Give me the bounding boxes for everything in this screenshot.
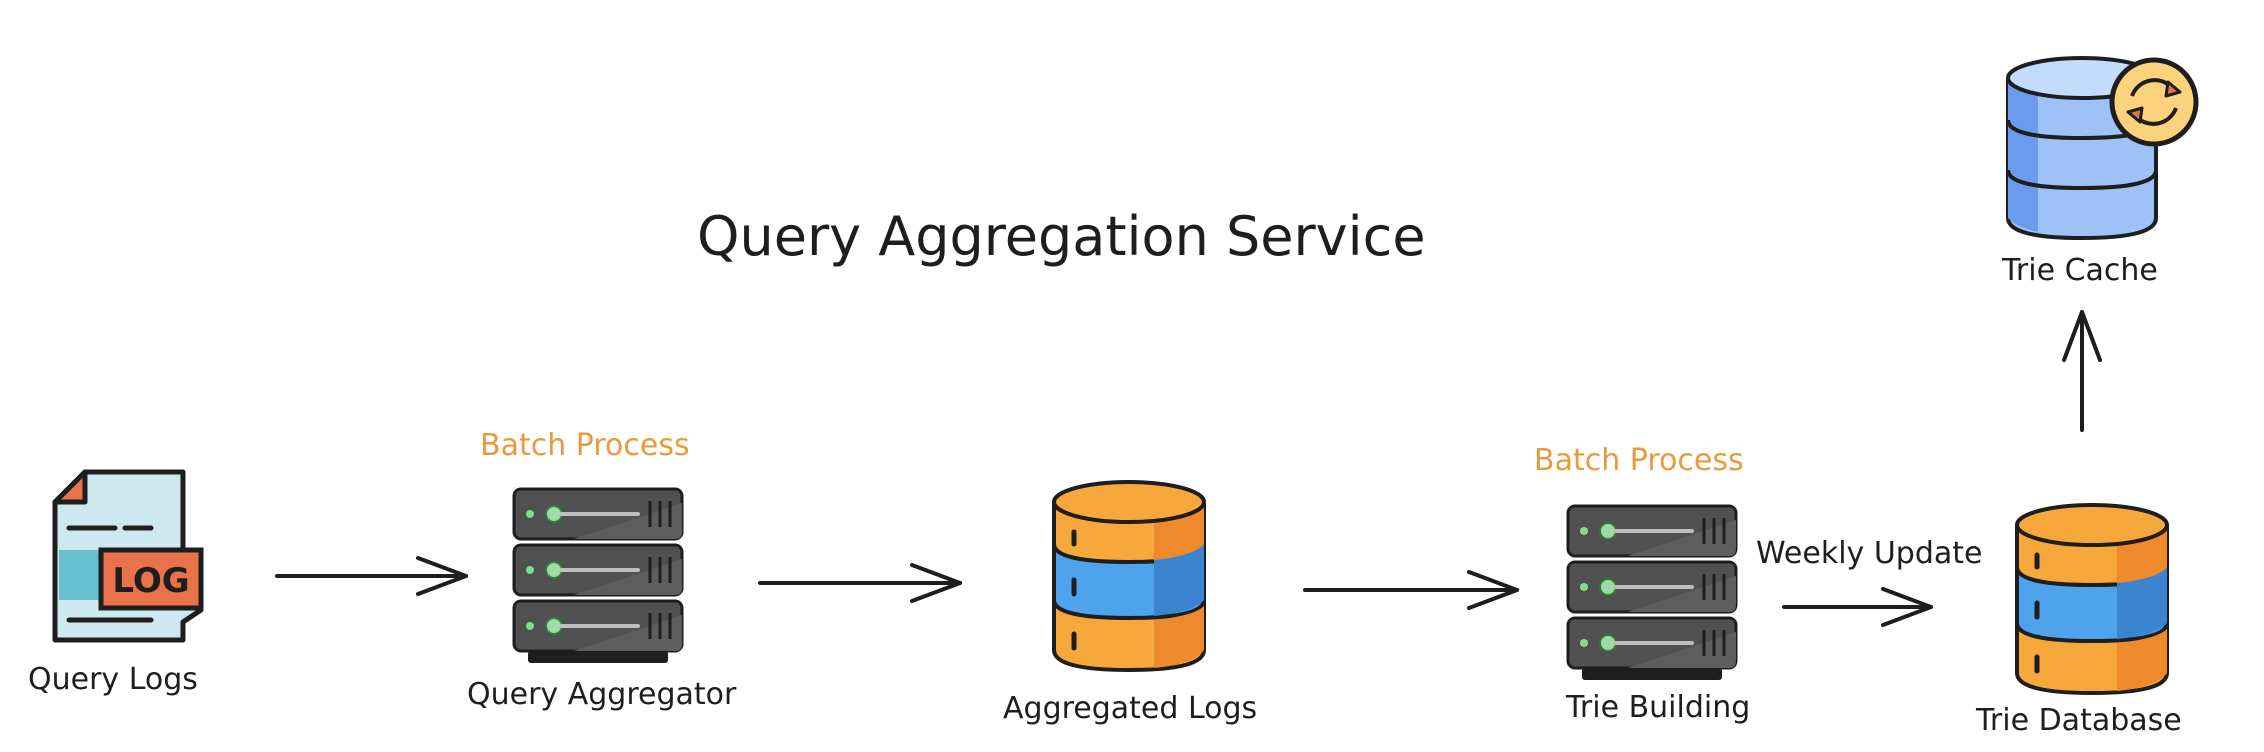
server-icon (514, 489, 682, 663)
node-label-trie-building: Trie Building (1566, 690, 1751, 725)
node-label-query-logs: Query Logs (28, 662, 198, 697)
diagram-title: Query Aggregation Service (697, 205, 1426, 268)
log-badge: LOG (112, 561, 189, 601)
node-label-query-aggregator: Query Aggregator (467, 677, 737, 712)
log-file-icon: LOG (52, 469, 204, 643)
batch-process-tag-aggregator: Batch Process (480, 428, 690, 463)
cache-database-icon (2006, 56, 2199, 241)
node-label-trie-database: Trie Database (1976, 703, 2182, 738)
edge-aggregated-logs-to-trie-building (1303, 570, 1519, 610)
edge-trie-building-to-trie-database (1782, 587, 1933, 627)
edge-trie-database-to-trie-cache (2062, 310, 2102, 432)
edge-label-weekly-update: Weekly Update (1756, 536, 1983, 571)
edge-query-logs-to-aggregator (275, 556, 468, 596)
batch-process-tag-trie-building: Batch Process (1534, 443, 1744, 478)
node-label-aggregated-logs: Aggregated Logs (1003, 691, 1258, 726)
sync-icon (2109, 57, 2199, 147)
edge-aggregator-to-aggregated-logs (758, 563, 962, 603)
node-label-trie-cache: Trie Cache (2002, 253, 2158, 288)
server-icon (1568, 506, 1736, 680)
database-icon (2017, 505, 2167, 693)
database-icon (1054, 482, 1204, 670)
